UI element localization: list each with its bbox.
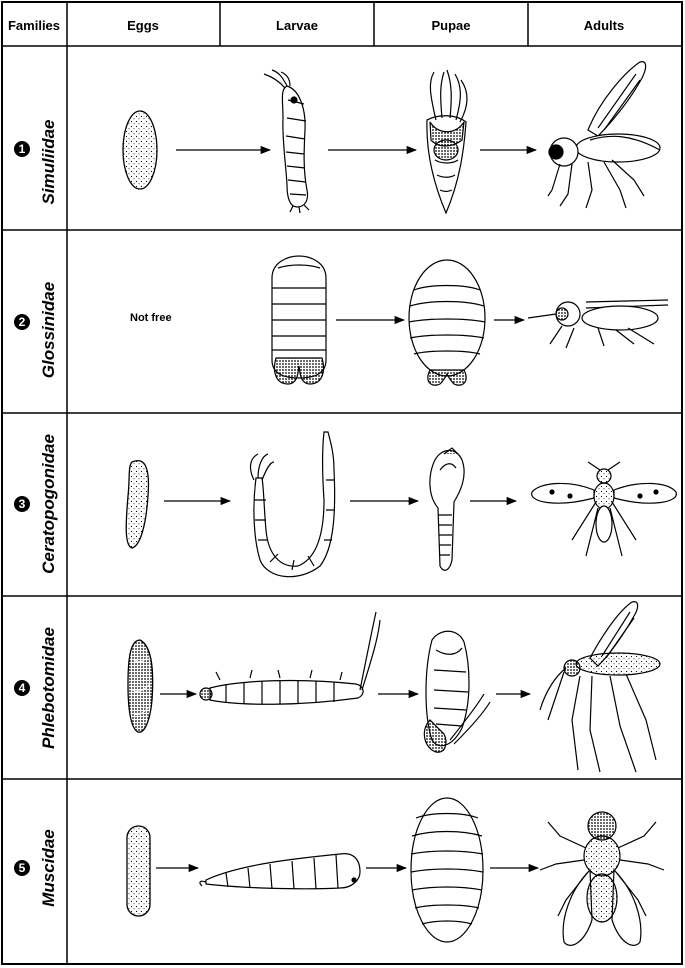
header-eggs: Eggs xyxy=(127,18,159,33)
muscidae-pupa xyxy=(410,797,484,943)
family-label-2: 2 Glossinidae xyxy=(14,282,58,378)
header-adults: Adults xyxy=(584,18,624,33)
muscidae-egg xyxy=(126,825,151,917)
family-name: Simuliidae xyxy=(39,119,58,204)
family-label-3: 3 Ceratopogonidae xyxy=(14,434,58,574)
family-name: Ceratopogonidae xyxy=(39,434,58,574)
number-label: 3 xyxy=(19,497,26,511)
family-name: Glossinidae xyxy=(39,282,58,378)
ceratopogonidae-adult xyxy=(531,461,677,557)
number-label: 4 xyxy=(19,681,26,695)
ceratopogonidae-egg xyxy=(125,460,150,549)
family-label-1: 1 Simuliidae xyxy=(14,119,58,205)
phlebotomidae-pupa xyxy=(423,630,491,753)
family-label-5: 5 Muscidae xyxy=(14,829,58,907)
family-name: Muscidae xyxy=(39,829,58,906)
family-name: Phlebotomidae xyxy=(39,627,58,749)
simuliidae-larva xyxy=(263,69,310,214)
ceratopogonidae-pupa xyxy=(429,447,465,571)
number-badge xyxy=(14,314,30,330)
number-label: 1 xyxy=(19,142,26,156)
glossinidae-larva xyxy=(271,255,327,385)
number-badge xyxy=(14,680,30,696)
header-pupae: Pupae xyxy=(431,18,470,33)
simuliidae-adult xyxy=(547,61,661,209)
simuliidae-pupa xyxy=(426,69,468,215)
muscidae-larva xyxy=(199,853,361,890)
phlebotomidae-adult xyxy=(539,601,661,773)
header-larvae: Larvae xyxy=(276,18,318,33)
muscidae-adult xyxy=(539,811,665,946)
header-families: Families xyxy=(8,18,60,33)
glossinidae-adult xyxy=(527,299,669,349)
phlebotomidae-larva xyxy=(199,611,381,705)
number-label: 5 xyxy=(19,861,26,875)
number-badge xyxy=(14,141,30,157)
phlebotomidae-egg xyxy=(127,639,154,733)
glossinidae-egg-note: Not free xyxy=(130,312,172,324)
glossinidae-pupa xyxy=(408,259,486,386)
family-label-4: 4 Phlebotomidae xyxy=(14,627,58,749)
number-label: 2 xyxy=(19,315,26,329)
simuliidae-egg xyxy=(122,110,158,190)
ceratopogonidae-larva xyxy=(249,431,336,578)
number-badge xyxy=(14,496,30,512)
number-badge xyxy=(14,860,30,876)
